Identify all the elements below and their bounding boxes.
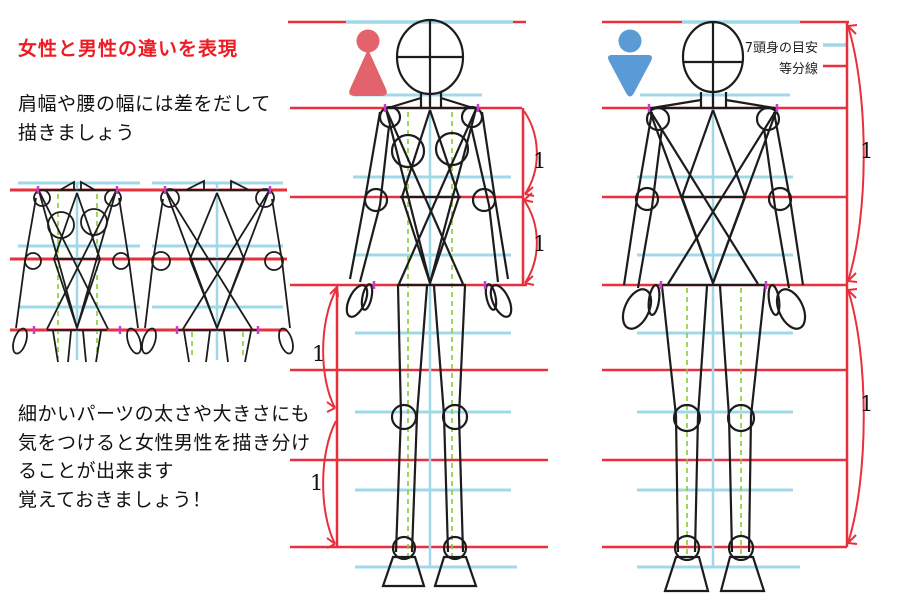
thumbnail-guide-lines: [10, 181, 287, 360]
male-construction-figure: [621, 20, 807, 593]
female-torso-thumbnail: [12, 180, 142, 363]
female-symbol-icon: [349, 29, 387, 96]
male-torso-thumbnail: [141, 179, 294, 363]
legend-swatches: [823, 43, 846, 68]
legend-head-count-label: 7頭身の目安: [744, 41, 818, 56]
male-symbol-icon: [608, 29, 652, 97]
female-construction-figure: [345, 18, 513, 588]
measure-brace-female-torso: [521, 108, 538, 286]
female-guide-lines: [288, 20, 548, 569]
male-width-markers: [647, 104, 779, 289]
page-title: 女性と男性の違いを表現: [18, 38, 239, 60]
measure-label-female-shin: 1: [310, 471, 323, 495]
male-thumbnail-width-markers: [163, 186, 272, 334]
measure-label-male-lower-half: 1: [860, 392, 873, 416]
female-thumbnail-width-markers: [32, 186, 122, 334]
note-detail-parts: 細かいパーツの太さや大きさにも 気をつけると女性男性を描き分け ることが出来ます…: [18, 403, 311, 511]
measure-label-male-upper-half: 1: [860, 139, 873, 163]
female-width-markers: [372, 104, 487, 289]
measure-label-female-thigh: 1: [312, 342, 325, 366]
measure-label-female-upper-torso: 1: [533, 149, 546, 173]
measure-brace-male-ruler: [845, 22, 865, 547]
measure-brace-female-legs: [322, 285, 339, 549]
note-shoulder-width: 肩幅や腰の幅には差をだして 描きましょう: [18, 93, 271, 145]
measure-label-female-lower-torso: 1: [533, 232, 546, 256]
legend-division-label: 等分線: [778, 62, 818, 77]
